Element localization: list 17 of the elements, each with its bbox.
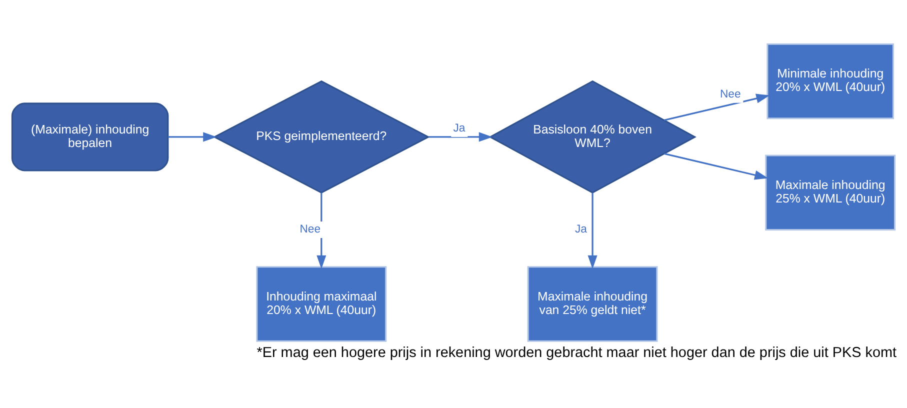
node-box: Inhouding maximaal 20% x WML (40uur) (256, 266, 387, 342)
caption: *Er mag een hogere prijs in rekening worden gebracht maar niet hoger dan de prijs die uit PKS komt (256, 344, 896, 360)
arrow (664, 93, 770, 121)
edge-label: Ja (453, 122, 466, 134)
arrow (588, 192, 598, 269)
arrow (168, 132, 217, 142)
edge-label: Nee (720, 88, 741, 100)
arrow (664, 152, 768, 180)
node-box: Minimale inhouding 20% x WML (40uur) (766, 42, 894, 119)
node-diamond: Basisloon 40% boven WML? (488, 80, 696, 194)
arrow (428, 132, 493, 142)
node-box: Maximale inhouding 25% x WML (40uur) (765, 154, 896, 230)
node-diamond: PKS geimplementeerd? (212, 80, 430, 194)
node-box: Maximale inhouding van 25% geldt niet* (527, 266, 658, 342)
node-box: (Maximale) inhouding bepalen (11, 102, 169, 171)
edge-label: Nee (300, 223, 321, 236)
edge-label: Ja (574, 223, 587, 236)
